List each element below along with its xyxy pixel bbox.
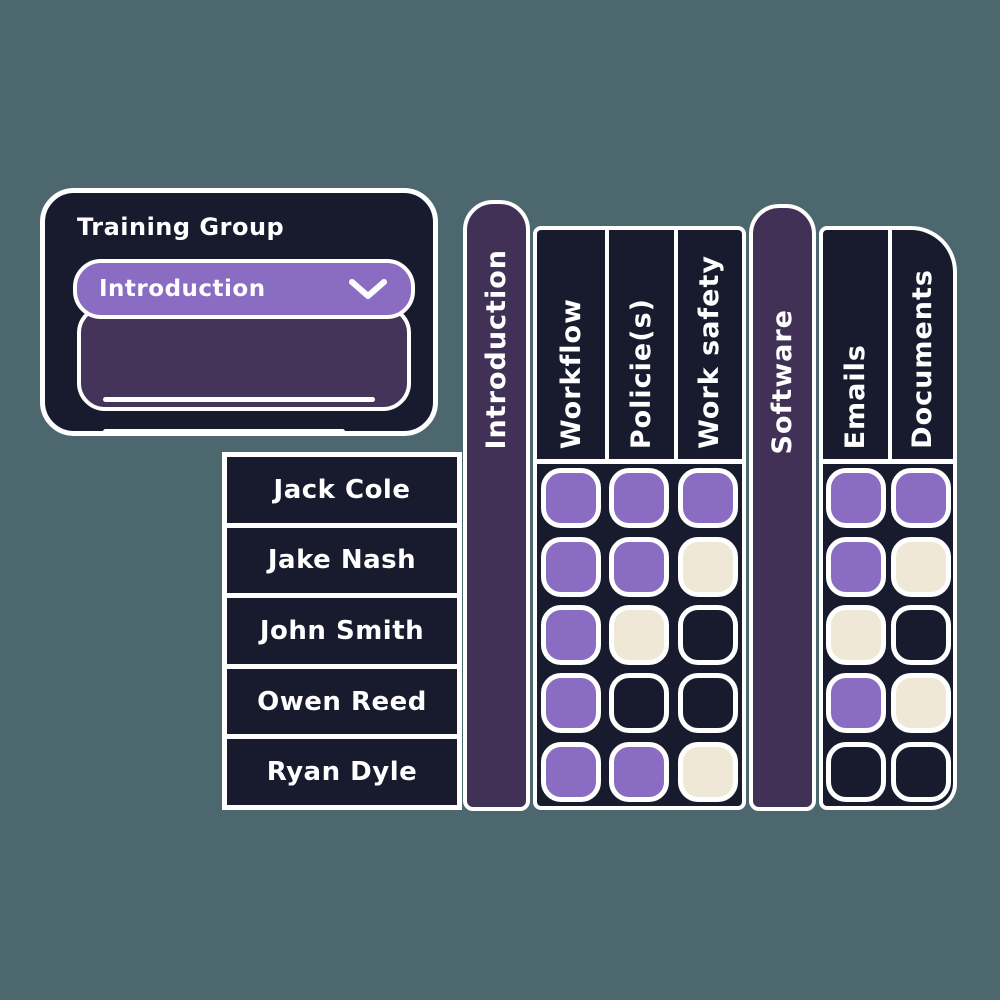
- training-status-cell[interactable]: [890, 468, 951, 529]
- training-status-cell[interactable]: [825, 468, 886, 529]
- training-matrix-panel-1: Workflow Policie(s) Work safety: [533, 226, 746, 810]
- column-headers: Workflow Policie(s) Work safety: [537, 230, 742, 459]
- group-pill-label: Introduction: [481, 249, 512, 450]
- training-status-cell[interactable]: [609, 673, 670, 734]
- training-status-cell[interactable]: [890, 604, 951, 665]
- column-header-documents: Documents: [888, 230, 953, 459]
- training-status-cell[interactable]: [890, 673, 951, 734]
- training-status-cell[interactable]: [677, 741, 738, 802]
- column-header-label: Workflow: [555, 297, 587, 449]
- employee-row[interactable]: Owen Reed: [227, 668, 457, 735]
- training-group-dropdown: Introduction: [73, 259, 415, 434]
- training-status-cell[interactable]: [890, 536, 951, 597]
- group-pill-introduction[interactable]: Introduction: [463, 200, 530, 811]
- group-pill-label: Software: [767, 308, 798, 454]
- training-status-cell[interactable]: [609, 604, 670, 665]
- training-status-cell[interactable]: [825, 673, 886, 734]
- training-status-cell[interactable]: [541, 536, 602, 597]
- employee-row[interactable]: John Smith: [227, 598, 457, 664]
- training-status-cell[interactable]: [541, 604, 602, 665]
- training-status-cell[interactable]: [677, 604, 738, 665]
- training-status-cell[interactable]: [609, 741, 670, 802]
- header-divider: [537, 459, 742, 464]
- column-header-label: Policie(s): [625, 297, 657, 449]
- column-header-workflow: Workflow: [537, 230, 605, 459]
- status-cell-grid: [823, 464, 953, 806]
- training-status-cell[interactable]: [541, 741, 602, 802]
- column-headers: Emails Documents: [823, 230, 953, 459]
- column-header-work-safety: Work safety: [673, 230, 742, 459]
- training-status-cell[interactable]: [677, 468, 738, 529]
- employee-table: Jack Cole Jake Nash John Smith Owen Reed…: [222, 452, 462, 810]
- employee-row[interactable]: Ryan Dyle: [227, 739, 457, 805]
- training-status-cell[interactable]: [825, 741, 886, 802]
- training-group-card: Training Group Introduction: [40, 188, 438, 436]
- placeholder-line: [103, 429, 345, 434]
- dropdown-body-panel: [77, 305, 411, 434]
- chevron-down-icon: [349, 279, 387, 299]
- training-matrix-panel-2: Emails Documents: [819, 226, 957, 810]
- column-header-policies: Policie(s): [605, 230, 673, 459]
- dropdown-selected-label: Introduction: [99, 276, 266, 302]
- column-header-label: Work safety: [694, 255, 726, 449]
- training-status-cell[interactable]: [825, 604, 886, 665]
- column-header-emails: Emails: [823, 230, 888, 459]
- training-status-cell[interactable]: [677, 673, 738, 734]
- card-title: Training Group: [77, 213, 285, 241]
- column-header-label: Emails: [840, 343, 871, 449]
- training-status-cell[interactable]: [825, 536, 886, 597]
- status-cell-grid: [537, 464, 742, 806]
- employee-row[interactable]: Jake Nash: [227, 527, 457, 594]
- training-status-cell[interactable]: [541, 468, 602, 529]
- placeholder-line: [103, 397, 375, 402]
- employee-row[interactable]: Jack Cole: [227, 457, 457, 523]
- training-status-cell[interactable]: [609, 536, 670, 597]
- training-status-cell[interactable]: [677, 536, 738, 597]
- dropdown-selected-option[interactable]: Introduction: [73, 259, 415, 319]
- training-status-cell[interactable]: [890, 741, 951, 802]
- header-divider: [823, 459, 953, 464]
- group-pill-software[interactable]: Software: [749, 204, 816, 811]
- training-status-cell[interactable]: [609, 468, 670, 529]
- training-status-cell[interactable]: [541, 673, 602, 734]
- column-header-label: Documents: [907, 269, 938, 449]
